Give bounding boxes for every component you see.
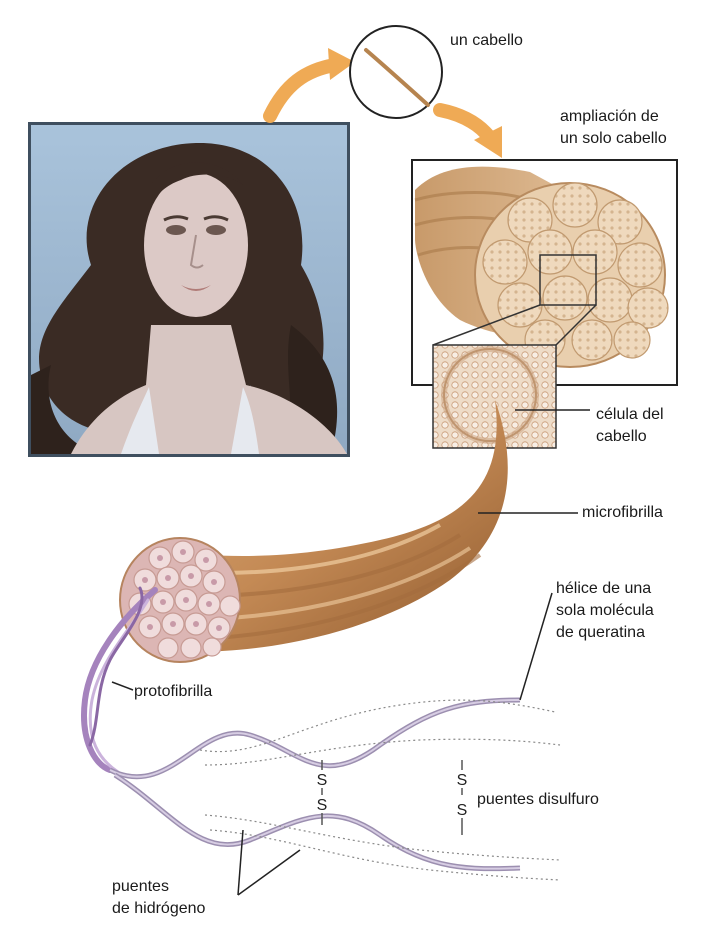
label-keratin-line3: de queratina	[556, 622, 645, 643]
label-hbonds-line2: de hidrógeno	[112, 898, 205, 919]
label-microfibril: microfibrilla	[582, 502, 663, 523]
disulfide-s-2b: S	[457, 802, 468, 819]
protofibril-leader	[112, 682, 133, 690]
disulfide-s-1b: S	[317, 797, 328, 814]
label-keratin-line1: hélice de una	[556, 578, 651, 599]
label-hair-cell-line2: cabello	[596, 426, 647, 447]
hbond-leader-2	[238, 850, 300, 895]
label-disulfide: puentes disulfuro	[477, 789, 599, 810]
disulfide-s-1a: S	[317, 772, 328, 789]
disulfide-bridge-2: S S	[457, 760, 468, 835]
disulfide-s-2a: S	[457, 772, 468, 789]
arrow-photo-to-strand	[270, 65, 335, 116]
label-keratin-line2: sola molécula	[556, 600, 654, 621]
hbond-leader-1	[238, 830, 243, 895]
label-hair-cell-line1: célula del	[596, 404, 664, 425]
label-magnification-line1: ampliación de	[560, 106, 659, 127]
label-magnification-line2: un solo cabello	[560, 128, 667, 149]
label-protofibril: protofibrilla	[134, 681, 212, 702]
label-hair-strand: un cabello	[450, 30, 523, 51]
label-hbonds-line1: puentes	[112, 876, 169, 897]
helix-leader	[520, 593, 552, 700]
arrow-strand-to-zoom	[440, 110, 490, 138]
